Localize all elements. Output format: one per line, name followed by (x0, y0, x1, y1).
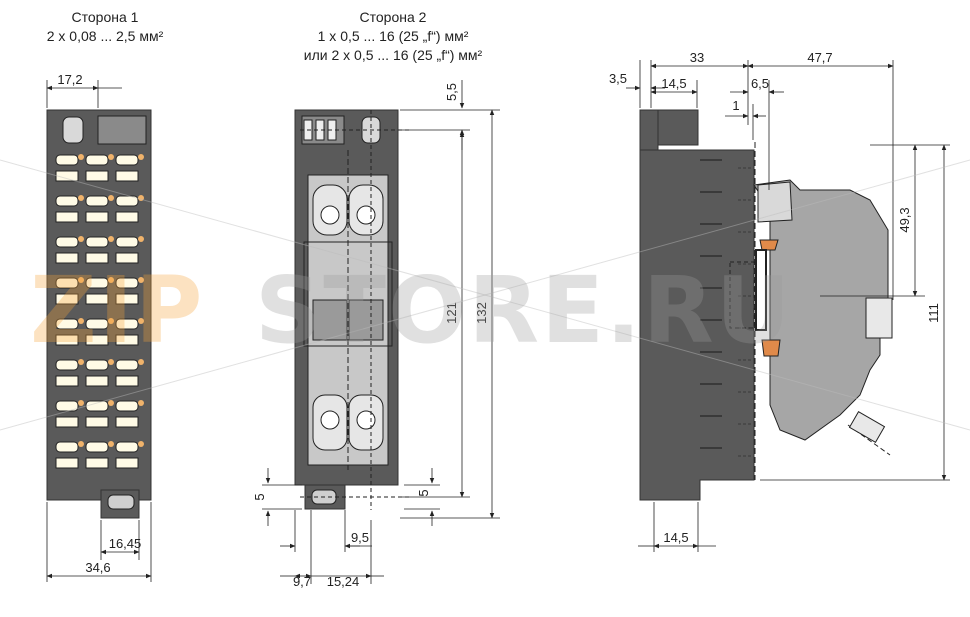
clamp-cell (115, 441, 144, 469)
clamp-cell (85, 195, 114, 223)
clamp-cell (85, 400, 114, 428)
dim-17-2: 17,2 (57, 72, 82, 87)
clamp-cell (115, 277, 144, 305)
clamp-cell (55, 236, 84, 264)
side2-spec-line2: или 2 x 0,5 ... 16 (25 „f“) мм² (304, 47, 483, 63)
din-rail-clip (753, 179, 889, 441)
dim-5-left: 5 (252, 493, 267, 500)
dim-47-7: 47,7 (807, 50, 832, 65)
clamp-cell (85, 154, 114, 182)
clamp-cell (115, 359, 144, 387)
dim-6-5: 6,5 (751, 76, 769, 91)
dim-15-24: 15,24 (327, 574, 360, 589)
clamp-cell (55, 359, 84, 387)
watermark-zip: ZIP (30, 257, 204, 364)
left-foot-slot (107, 494, 135, 510)
dim-5-right: 5 (416, 489, 431, 496)
clamp-cell (55, 318, 84, 346)
left-view (46, 109, 152, 519)
watermark-store: STORE.RU (255, 257, 792, 364)
clamp-cell (85, 277, 114, 305)
clamp-cell (55, 154, 84, 182)
dim-16-45: 16,45 (109, 536, 142, 551)
dim-132: 132 (474, 302, 489, 324)
clamp-cell (115, 154, 144, 182)
dim-14-5-bottom: 14,5 (663, 530, 688, 545)
left-top-marker-block (97, 115, 147, 145)
right-ribs (700, 159, 752, 457)
side1-spec: 2 x 0,08 ... 2,5 мм² (47, 28, 164, 44)
dim-3-5: 3,5 (609, 71, 627, 86)
clamp-cell (85, 236, 114, 264)
clamp-cell (55, 400, 84, 428)
dim-49-3: 49,3 (897, 207, 912, 232)
dim-5-5: 5,5 (444, 83, 459, 101)
clamp-cell (85, 441, 114, 469)
clamp-cell (55, 277, 84, 305)
dim-121: 121 (444, 302, 459, 324)
dim-9-7: 9,7 (293, 574, 311, 589)
side2-spec-line1: 1 x 0,5 ... 16 (25 „f“) мм² (318, 28, 469, 44)
dim-33: 33 (690, 50, 704, 65)
dim-14-5-top: 14,5 (661, 76, 686, 91)
clip-release (865, 297, 893, 339)
middle-view (294, 109, 410, 510)
right-body (639, 149, 755, 501)
clamp-cell (115, 400, 144, 428)
clamp-cell (55, 441, 84, 469)
side1-title: Сторона 1 (72, 9, 139, 25)
right-view (639, 109, 893, 501)
dim-111: 111 (926, 303, 941, 323)
left-clamp-grid (55, 154, 144, 469)
clamp-cell (115, 236, 144, 264)
clamp-cell (115, 195, 144, 223)
clamp-cell (85, 359, 114, 387)
watermark: ZIP STORE.RU (0, 159, 970, 431)
side2-title: Сторона 2 (360, 9, 427, 25)
dim-9-5: 9,5 (351, 530, 369, 545)
clamp-cell (85, 318, 114, 346)
dim-1: 1 (732, 98, 739, 113)
dim-34-6: 34,6 (85, 560, 110, 575)
clamp-cell (55, 195, 84, 223)
clamp-cell (115, 318, 144, 346)
left-top-slot (62, 116, 84, 144)
